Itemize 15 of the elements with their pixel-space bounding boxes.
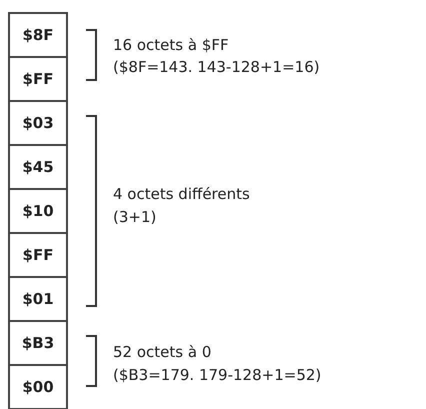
annotation-text: (3+1) (113, 208, 156, 226)
annotation-text: ($8F=143. 143-128+1=16) (113, 58, 320, 76)
memory-cell: $FF (8, 56, 68, 102)
annotation-text: 16 octets à $FF (113, 36, 229, 54)
memory-cell: $03 (8, 100, 68, 146)
annotation-text: 52 octets à 0 (113, 343, 212, 361)
memory-cell: $01 (8, 276, 68, 322)
annotation-text: ($B3=179. 179-128+1=52) (113, 366, 322, 384)
memory-cell: $8F (8, 12, 68, 58)
memory-cell: $10 (8, 188, 68, 234)
memory-cell: $B3 (8, 320, 68, 366)
memory-cell: $00 (8, 364, 68, 409)
memory-cell: $45 (8, 144, 68, 190)
annotation-text: 4 octets différents (113, 185, 250, 203)
memory-cell: $FF (8, 232, 68, 278)
